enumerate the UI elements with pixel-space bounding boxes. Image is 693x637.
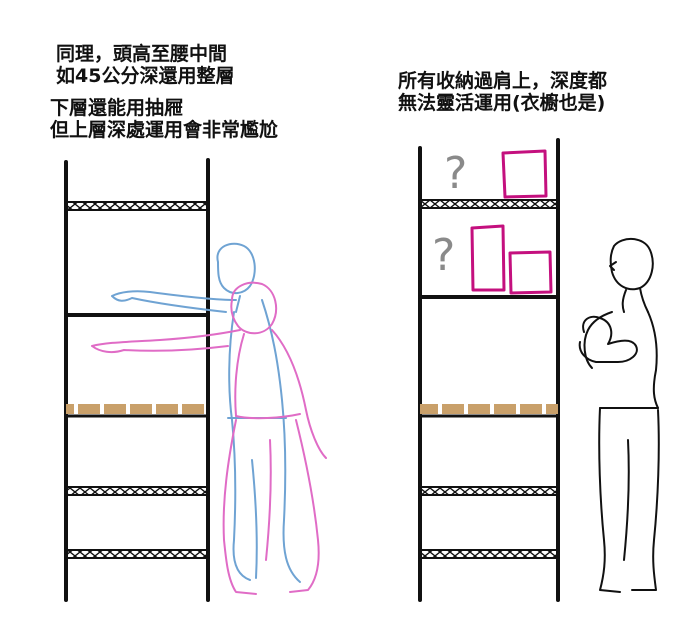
blue-figure bbox=[111, 242, 301, 583]
pink-figure bbox=[91, 281, 327, 595]
right-wire-shelf-3 bbox=[419, 549, 559, 559]
right-wire-shelf-1 bbox=[419, 199, 559, 209]
box-small bbox=[508, 250, 553, 295]
box-top bbox=[501, 149, 548, 199]
left-shelf bbox=[64, 158, 210, 602]
right-wire-shelf-2 bbox=[419, 486, 559, 496]
question-mark-middle: ? bbox=[432, 230, 455, 281]
left-wire-shelf-2 bbox=[65, 486, 209, 496]
right-shelf bbox=[418, 138, 560, 602]
left-wood-shelf bbox=[64, 404, 210, 418]
caption-right: 所有收納過肩上，深度都 無法靈活運用(衣櫥也是) bbox=[398, 70, 608, 114]
right-wood-shelf bbox=[418, 404, 560, 418]
question-mark-top: ? bbox=[444, 148, 467, 199]
storage-boxes bbox=[470, 149, 553, 295]
box-tall bbox=[470, 224, 506, 292]
left-wire-shelf-3 bbox=[65, 549, 209, 559]
caption-left-bottom: 下層還能用抽屜 但上層深處運用會非常尷尬 bbox=[50, 97, 279, 141]
left-wire-shelf-1 bbox=[65, 201, 209, 211]
standing-person bbox=[578, 238, 660, 593]
caption-left-top: 同理，頭高至腰中間 如45公分深還用整層 bbox=[56, 43, 235, 87]
